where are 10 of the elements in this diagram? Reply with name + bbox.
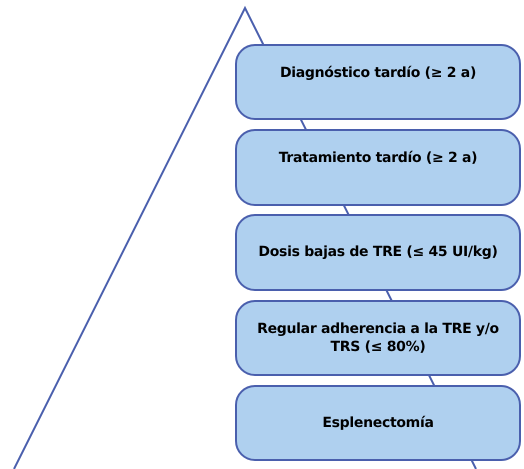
box-label: Tratamiento tardío (≥ 2 a) [278,149,478,168]
rounded-box [235,300,521,376]
rounded-box [235,129,521,206]
rounded-box [235,214,521,291]
box-label: Regular adherencia a la TRE y/o TRS (≤ 80%) [256,320,500,356]
box-label: Diagnóstico tardío (≥ 2 a) [280,64,476,82]
rounded-box [235,385,521,461]
rounded-box [235,44,521,120]
box-label: Esplenectomía [322,414,434,432]
box-label: Dosis bajas de TRE (≤ 45 UI/kg) [258,243,498,262]
